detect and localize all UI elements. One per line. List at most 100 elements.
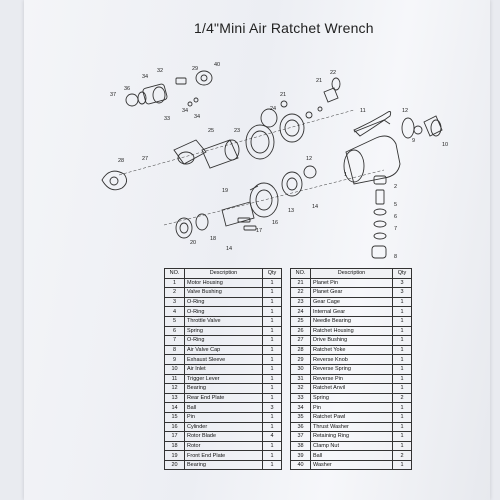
part-number: 37 <box>290 431 311 442</box>
callout-label: 9 <box>412 138 415 144</box>
part-number: 27 <box>290 335 311 346</box>
part-description: Clamp Nut <box>310 440 393 452</box>
part-quantity: 1 <box>262 287 282 298</box>
part-quantity: 1 <box>392 440 412 452</box>
column-header-description: Description <box>184 268 263 279</box>
part-quantity: 1 <box>262 383 282 394</box>
callout-label: 7 <box>394 226 397 232</box>
callout-label: 40 <box>214 62 220 68</box>
part-number: 5 <box>164 315 185 327</box>
callout-label: 20 <box>190 240 196 246</box>
callout-label: 37 <box>110 92 116 98</box>
part-number: 40 <box>290 459 311 471</box>
part-quantity: 1 <box>262 421 282 433</box>
part-quantity: 4 <box>262 431 282 442</box>
part-number: 22 <box>290 287 311 298</box>
part-quantity: 1 <box>262 277 282 289</box>
part-quantity: 1 <box>392 421 412 433</box>
part-quantity: 1 <box>262 335 282 346</box>
instruction-sheet: 1/4"Mini Air Ratchet Wrench <box>24 0 490 500</box>
callout-label: 6 <box>394 214 397 220</box>
part-quantity: 2 <box>392 450 412 461</box>
callout-label: 34 <box>142 74 148 80</box>
part-number: 20 <box>164 459 185 471</box>
part-description: Ratchet Yoke <box>310 344 393 356</box>
part-description: Air Inlet <box>184 363 263 375</box>
part-number: 15 <box>164 411 185 423</box>
part-description: Ratchet Housing <box>310 325 393 337</box>
part-description: Ball <box>310 450 393 461</box>
part-quantity: 1 <box>262 306 282 317</box>
part-quantity: 1 <box>262 363 282 375</box>
part-quantity: 1 <box>392 354 412 365</box>
callout-label: 1 <box>344 172 347 178</box>
column-header-qty: Qty <box>262 268 282 279</box>
part-description: Pin <box>310 402 393 413</box>
callout-label: 13 <box>288 208 294 214</box>
part-description: Ball <box>184 402 263 413</box>
callout-label: 10 <box>442 142 448 148</box>
page-title: 1/4"Mini Air Ratchet Wrench <box>194 20 374 36</box>
part-quantity: 2 <box>392 392 412 404</box>
part-description: Spring <box>184 325 263 337</box>
part-quantity: 1 <box>392 315 412 327</box>
part-number: 28 <box>290 344 311 356</box>
part-number: 32 <box>290 383 311 394</box>
part-number: 6 <box>164 325 185 337</box>
part-quantity: 1 <box>262 459 282 471</box>
callout-label: 17 <box>256 228 262 234</box>
callout-label: 24 <box>270 106 276 112</box>
part-quantity: 1 <box>392 431 412 442</box>
part-description: Reverse Knob <box>310 354 393 365</box>
part-quantity: 1 <box>392 363 412 375</box>
part-number: 39 <box>290 450 311 461</box>
part-number: 7 <box>164 335 185 346</box>
part-number: 3 <box>164 296 185 308</box>
part-description: O-Ring <box>184 306 263 317</box>
callout-label: 8 <box>394 254 397 260</box>
part-description: Reverse Pin <box>310 373 393 385</box>
part-quantity: 3 <box>262 402 282 413</box>
callout-label: 21 <box>280 92 286 98</box>
callout-label: 2 <box>394 184 397 190</box>
exploded-parts-diagram: 37 36 34 32 29 40 34 33 34 28 27 25 23 2… <box>101 62 448 260</box>
part-description: Washer <box>310 459 393 471</box>
part-number: 2 <box>164 287 185 298</box>
part-number: 9 <box>164 354 185 365</box>
part-quantity: 1 <box>262 296 282 308</box>
callout-label: 21 <box>316 78 322 84</box>
part-description: Rotor Blade <box>184 431 263 442</box>
part-quantity: 1 <box>262 325 282 337</box>
part-number: 35 <box>290 411 311 423</box>
part-number: 25 <box>290 315 311 327</box>
callout-label: 19 <box>222 188 228 194</box>
part-number: 30 <box>290 363 311 375</box>
part-quantity: 3 <box>392 287 412 298</box>
part-description: Air Valve Cap <box>184 344 263 356</box>
part-description: Needle Bearing <box>310 315 393 327</box>
part-description: Planet Pin <box>310 277 393 289</box>
callout-label: 14 <box>312 204 318 210</box>
